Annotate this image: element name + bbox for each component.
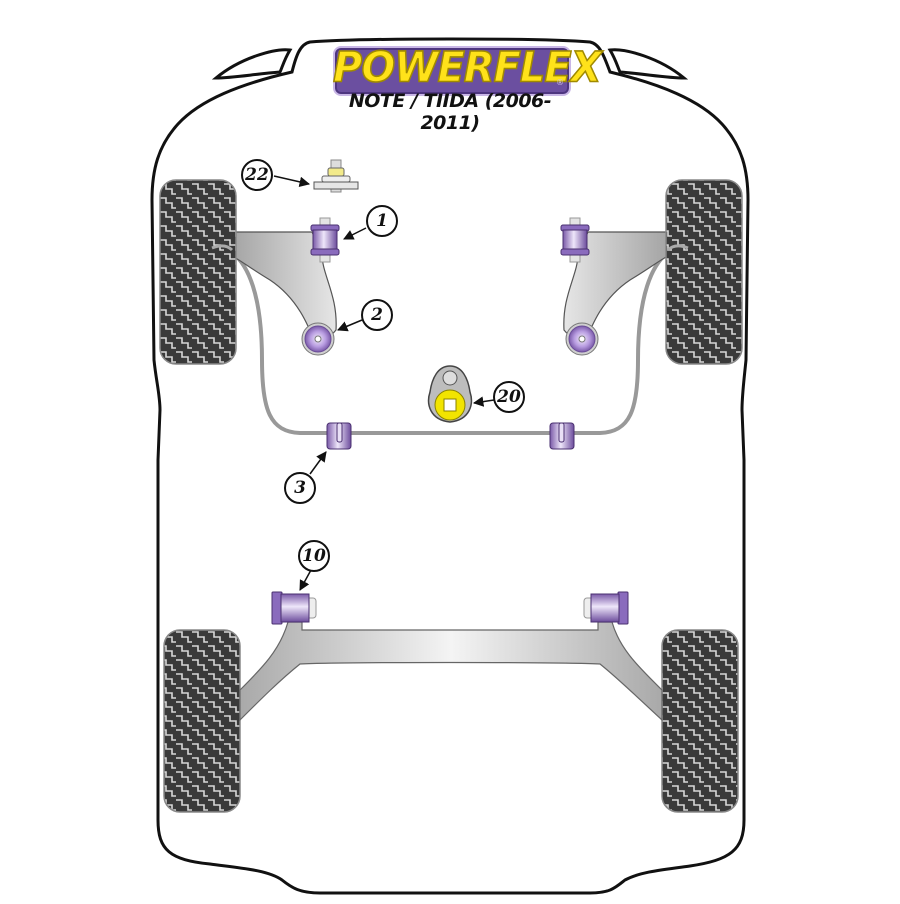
bush-20-engine-mount[interactable] — [427, 365, 473, 423]
bush-2-right[interactable] — [565, 322, 599, 356]
callout-20[interactable]: 20 — [493, 381, 525, 413]
bush-10-left[interactable] — [271, 591, 317, 625]
callout-2[interactable]: 2 — [361, 299, 393, 331]
tyre-front-right — [665, 179, 743, 365]
callout-10[interactable]: 10 — [298, 540, 330, 572]
tyre-front-left — [159, 179, 237, 365]
bush-3-left[interactable] — [326, 422, 352, 450]
rear-twist-beam — [239, 621, 663, 722]
bush-1-right[interactable] — [560, 217, 590, 263]
anti-roll-bar — [224, 246, 676, 435]
headlight-right — [607, 48, 689, 80]
bush-10-right[interactable] — [583, 591, 629, 625]
brand-logo-box — [333, 46, 571, 96]
callout-3[interactable]: 3 — [284, 472, 316, 504]
tyre-rear-right — [661, 629, 739, 813]
bush-1-left[interactable] — [310, 217, 340, 263]
callout-arrows — [273, 175, 495, 591]
brand-logo: POWERFLEX — [332, 43, 602, 93]
car-body-outline — [150, 37, 750, 895]
tyre-rear-left — [163, 629, 241, 813]
headlight-left — [211, 48, 293, 80]
registered-mark: ® — [556, 78, 564, 87]
bush-2-left[interactable] — [301, 322, 335, 356]
callout-22[interactable]: 22 — [241, 159, 273, 191]
bush-3-right[interactable] — [549, 422, 575, 450]
bush-22-top-mount[interactable] — [313, 159, 359, 193]
vehicle-model-title: NOTE / TIIDA (2006-2011) — [348, 90, 552, 134]
callout-1[interactable]: 1 — [366, 205, 398, 237]
